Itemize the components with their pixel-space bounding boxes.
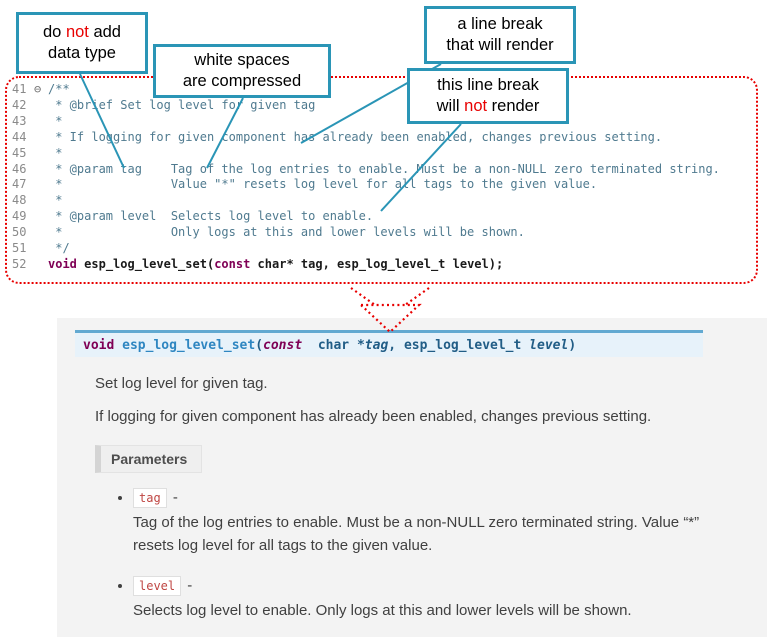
code-segment: * @param tag Tag of the log entries to e… <box>48 161 720 176</box>
callout-text-line: white spaces <box>194 50 290 69</box>
callout-line-break-renders: a line break that will render <box>424 6 576 64</box>
fold-gutter <box>34 98 48 114</box>
code-line: 47 * Value "*" resets log level for all … <box>12 177 720 193</box>
code-segment: */ <box>48 241 70 256</box>
code-segment: void <box>48 256 77 271</box>
code-segment: * Value "*" resets log level for all tag… <box>48 177 598 192</box>
parameter-item: tag - Tag of the log entries to enable. M… <box>133 488 725 557</box>
parameter-term: level - <box>133 576 725 596</box>
code-segment: * Only logs at this and lower levels wil… <box>48 225 525 240</box>
code-segment: * If logging for given component has alr… <box>48 129 663 144</box>
line-number: 51 <box>12 241 27 256</box>
code-line: 42 * @brief Set log level for given tag <box>12 98 720 114</box>
function-signature: void esp_log_level_set(const char *tag, … <box>75 330 703 357</box>
line-number: 47 <box>12 177 27 192</box>
line-number: 45 <box>12 145 27 160</box>
code-segment: ( <box>206 256 215 271</box>
detailed-description: If logging for given component has alrea… <box>95 408 652 425</box>
parameter-term: tag - <box>133 488 725 508</box>
signature-segment: const <box>263 337 303 353</box>
line-number: 48 <box>12 193 27 208</box>
code-line: 51 */ <box>12 241 720 257</box>
callout-text-line: a line break <box>457 14 543 33</box>
code-editor: 41 ⊖ /** 42 * @brief Set log level for give… <box>12 82 720 273</box>
signature-segment: char * <box>302 337 365 353</box>
callout-text-line: are compressed <box>182 72 302 90</box>
line-number: 50 <box>12 225 27 240</box>
code-segment: char* tag, esp_log_level_t level); <box>250 256 504 271</box>
fold-gutter <box>34 162 48 178</box>
fold-gutter <box>34 257 48 273</box>
fold-gutter <box>34 130 48 146</box>
parameter-name-code: level <box>133 576 182 596</box>
callout-text-line: do not add <box>43 22 121 41</box>
line-number: 43 <box>12 113 27 128</box>
line-number: 42 <box>12 97 27 112</box>
code-line: 50 * Only logs at this and lower levels … <box>12 225 720 241</box>
fold-gutter <box>34 209 48 225</box>
signature-segment: ( <box>255 337 264 353</box>
parameter-name-code: tag <box>133 488 167 508</box>
code-segment: * <box>48 113 63 128</box>
brief-description: Set log level for given tag. <box>95 375 268 392</box>
callout-line-break-not-render: this line break will not render <box>407 68 569 124</box>
signature-segment: esp_log_level_t <box>403 337 530 353</box>
code-line: 49 * @param level Selects log level to e… <box>12 209 720 225</box>
parameters-list: tag - Tag of the log entries to enable. M… <box>95 488 725 623</box>
signature-segment: tag <box>364 337 389 353</box>
line-number: 44 <box>12 129 27 144</box>
code-line: 41 ⊖ /** <box>12 82 720 98</box>
fold-gutter <box>34 241 48 257</box>
callout-text-line: data type <box>48 44 116 62</box>
code-line: 46 * @param tag Tag of the log entries t… <box>12 162 720 178</box>
callout-text-line: that will render <box>446 36 554 54</box>
parameters-label: Parameters <box>95 445 203 473</box>
callout-text-line: will not render <box>436 97 540 115</box>
fold-gutter <box>34 193 48 209</box>
fold-gutter <box>34 177 48 193</box>
code-line: 44 * If logging for given component has … <box>12 130 720 146</box>
line-number: 49 <box>12 209 27 224</box>
code-segment: * <box>48 193 63 208</box>
parameter-description: Tag of the log entries to enable. Must b… <box>133 514 700 554</box>
code-segment: const <box>214 256 251 271</box>
signature-segment: void <box>83 337 123 353</box>
code-line: 52 void esp_log_level_set(const char* ta… <box>12 257 720 273</box>
parameter-description: Selects log level to enable. Only logs a… <box>133 602 632 619</box>
code-segment: * <box>48 145 63 160</box>
callout-white-spaces-compressed: white spaces are compressed <box>153 44 331 98</box>
code-segment: esp_log_level_set <box>84 256 207 271</box>
code-line: 43 * <box>12 114 720 130</box>
code-segment: * @param level Selects log level to enab… <box>48 209 374 224</box>
parameter-item: level - Selects log level to enable. Only… <box>133 576 725 623</box>
line-number: 52 <box>12 256 27 271</box>
callout-do-not-add-data-type: do not add data type <box>16 12 148 74</box>
signature-segment: esp_log_level_set <box>122 337 256 353</box>
signature-segment: , <box>388 337 404 353</box>
code-line: 45 * <box>12 146 720 162</box>
fold-gutter <box>34 146 48 162</box>
rendered-docs-panel: void esp_log_level_set(const char *tag, … <box>57 318 767 637</box>
code-segment: /** <box>48 82 70 96</box>
fold-marker-icon[interactable]: ⊖ <box>34 82 42 96</box>
fold-gutter <box>34 114 48 130</box>
line-number: 41 <box>12 82 27 96</box>
code-segment: * @brief Set log level for given tag <box>48 97 316 112</box>
signature-segment: level <box>529 337 569 353</box>
line-number: 46 <box>12 161 27 176</box>
callout-text-line: this line break <box>437 75 539 94</box>
code-line: 48 * <box>12 193 720 209</box>
signature-segment: ) <box>568 337 577 353</box>
fold-gutter <box>34 225 48 241</box>
code-segment <box>77 257 84 273</box>
